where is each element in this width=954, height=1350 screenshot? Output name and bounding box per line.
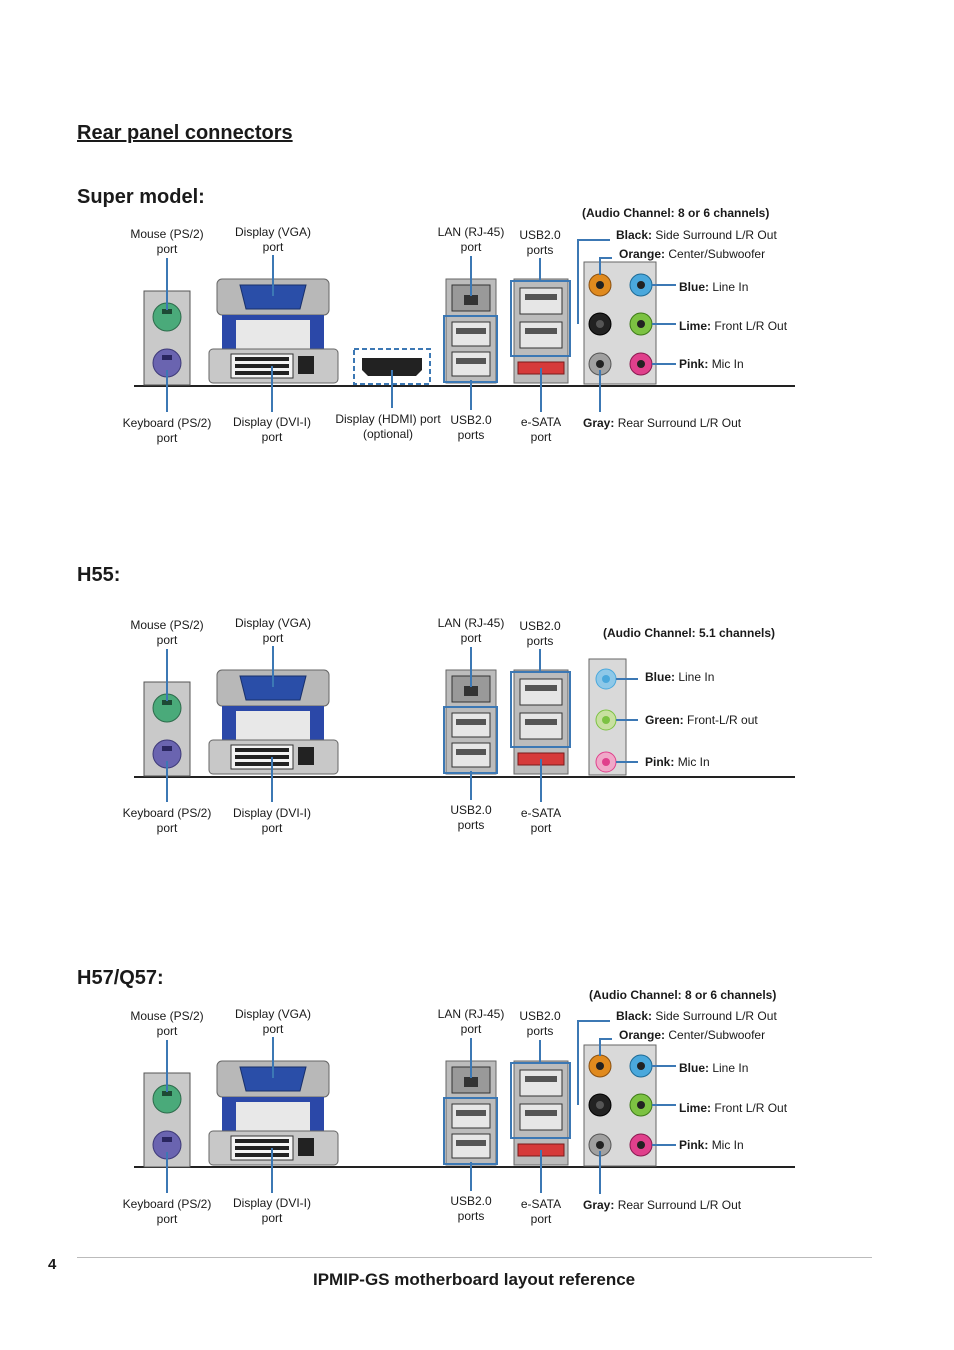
audio-pink-label: Pink: Mic In — [679, 357, 744, 371]
leader-lines — [166, 1020, 676, 1194]
dvi-port-label: Display (DVI-I)port — [232, 806, 312, 835]
audio-jack-panel-8ch — [583, 261, 657, 385]
audio-channel-header: (Audio Channel: 8 or 6 channels) — [582, 206, 770, 220]
audio-black-label: Black: Side Surround L/R Out — [616, 228, 777, 242]
keyboard-port-label: Keyboard (PS/2)port — [122, 416, 212, 445]
vga-dvi-connector-block — [208, 1060, 339, 1166]
audio-jack-panel-8ch — [583, 1044, 657, 1167]
mouse-port-label: Mouse (PS/2)port — [130, 618, 204, 647]
leader-lines — [166, 646, 638, 802]
keyboard-port-label: Keyboard (PS/2)port — [122, 806, 212, 835]
h57-q57-connector-diagram — [134, 1020, 795, 1194]
section-title: Super model: — [77, 186, 205, 208]
usb-esata-stack-right — [510, 278, 571, 384]
audio-channel-header: (Audio Channel: 5.1 channels) — [603, 626, 776, 640]
keyboard-port-label: Keyboard (PS/2)port — [122, 1197, 212, 1226]
dvi-port-label: Display (DVI-I)port — [232, 415, 312, 444]
lan-port-label: LAN (RJ-45)port — [437, 1007, 505, 1036]
page-number: 4 — [48, 1256, 57, 1273]
hdmi-port-label: Display (HDMI) port(optional) — [335, 412, 441, 441]
vga-port-label: Display (VGA)port — [234, 1007, 312, 1036]
lan-port-label: LAN (RJ-45)port — [437, 616, 505, 645]
audio-green-label: Green: Front-L/R out — [645, 713, 758, 727]
footer-title: IPMIP-GS motherboard layout reference — [313, 1270, 636, 1289]
page-heading: Rear panel connectors — [77, 122, 293, 144]
audio-blue-label: Blue: Line In — [679, 280, 749, 294]
usb-esata-stack-right — [510, 669, 571, 775]
section-title: H57/Q57: — [77, 967, 164, 989]
audio-pink-label: Pink: Mic In — [679, 1138, 744, 1152]
vga-port-label: Display (VGA)port — [234, 616, 312, 645]
lan-usb-stack-left — [443, 1060, 498, 1166]
audio-channel-header: (Audio Channel: 8 or 6 channels) — [589, 988, 777, 1002]
vga-port-label: Display (VGA)port — [234, 225, 312, 254]
h55-connector-diagram — [134, 646, 795, 802]
audio-orange-label: Orange: Center/Subwoofer — [619, 247, 766, 261]
mouse-port-label: Mouse (PS/2)port — [130, 227, 204, 256]
audio-blue-label: Blue: Line In — [645, 670, 715, 684]
mouse-port-label: Mouse (PS/2)port — [130, 1009, 204, 1038]
vga-dvi-connector-block — [208, 669, 339, 775]
audio-pink-label: Pink: Mic In — [645, 755, 710, 769]
section-title: H55: — [77, 564, 121, 586]
dvi-port-label: Display (DVI-I)port — [232, 1196, 312, 1225]
usb-esata-stack-right — [510, 1060, 571, 1166]
vga-dvi-connector-block — [208, 278, 339, 384]
audio-gray-label: Gray: Rear Surround L/R Out — [583, 1198, 742, 1212]
audio-lime-label: Lime: Front L/R Out — [679, 1101, 788, 1115]
leader-lines — [166, 239, 676, 412]
audio-gray-label: Gray: Rear Surround L/R Out — [583, 416, 742, 430]
audio-orange-label: Orange: Center/Subwoofer — [619, 1028, 766, 1042]
audio-blue-label: Blue: Line In — [679, 1061, 749, 1075]
audio-lime-label: Lime: Front L/R Out — [679, 319, 788, 333]
footer-divider — [77, 1257, 872, 1258]
audio-black-label: Black: Side Surround L/R Out — [616, 1009, 777, 1023]
ps2-connector-block — [143, 1072, 191, 1168]
super-model-connector-diagram — [134, 239, 795, 412]
lan-port-label: LAN (RJ-45)port — [437, 225, 505, 254]
